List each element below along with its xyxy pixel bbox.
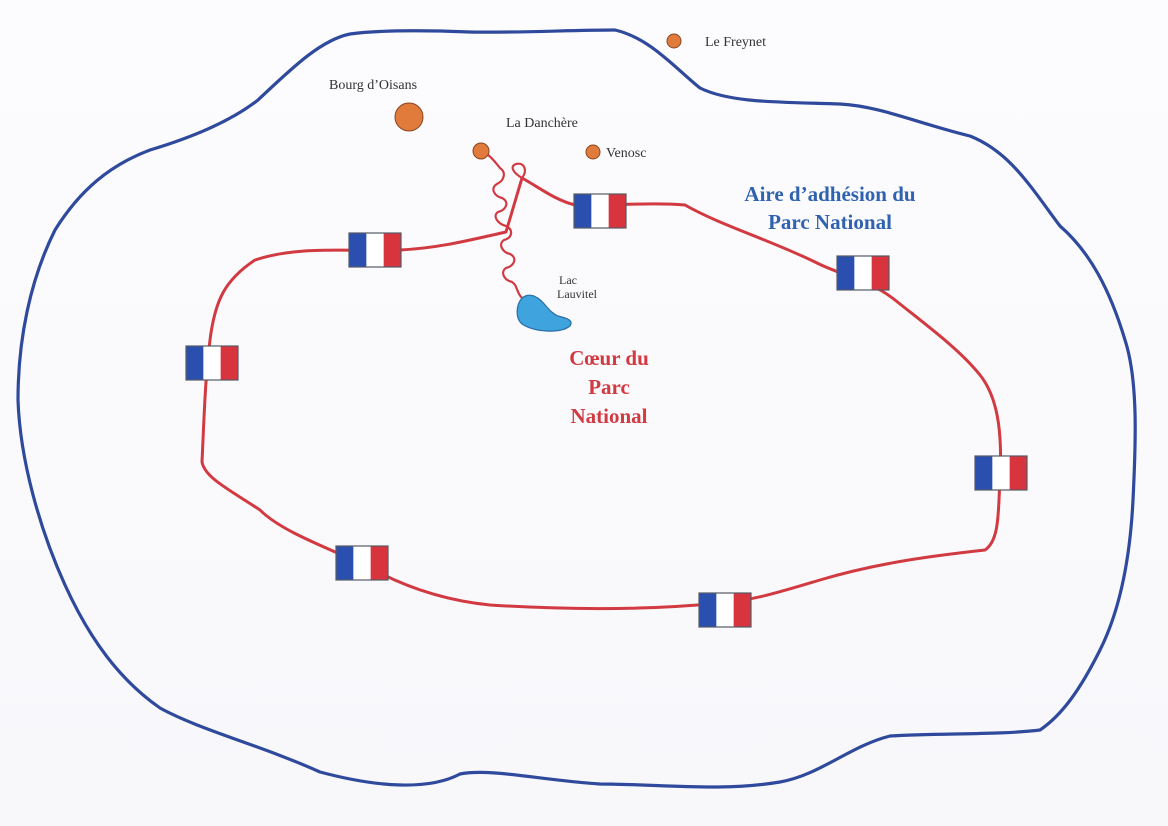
town-marker-venosc [585, 144, 601, 160]
flag-stripe [608, 194, 627, 228]
flag-stripe [349, 233, 367, 267]
flag-stripe [1009, 456, 1028, 490]
flag-stripe [574, 194, 592, 228]
flag-stripe [837, 256, 855, 290]
french-flag-icon [698, 592, 752, 628]
river-branch-path [511, 162, 526, 180]
core-zone-label-line2: Parc [588, 375, 630, 399]
french-flag-icon [836, 255, 890, 291]
towns-layer: Le Freynet Bourg d’Oisans La Danchère Ve… [329, 33, 766, 161]
flag-border [836, 255, 890, 291]
river-path [480, 149, 524, 300]
core-zone-label-line1: Cœur du [569, 346, 649, 370]
flag-border [698, 592, 752, 628]
lake-label-line1: Lac [559, 273, 577, 287]
french-flag-icon [573, 193, 627, 229]
flag-border [348, 232, 402, 268]
outer-zone-label-line1: Aire d’adhésion du [744, 182, 915, 206]
french-flag-icon [335, 545, 389, 581]
flag-stripe [716, 593, 734, 627]
flag-stripe [854, 256, 872, 290]
flag-stripe [203, 346, 221, 380]
flag-stripe [699, 593, 717, 627]
french-flag-icon [348, 232, 402, 268]
flag-stripe [370, 546, 389, 580]
french-flag-icon [185, 345, 239, 381]
town-marker-bourg-doisans [394, 102, 424, 132]
lac-lauvitel-lake [516, 294, 572, 332]
flag-stripe [383, 233, 402, 267]
french-flag-icon [974, 455, 1028, 491]
flag-stripe [220, 346, 239, 380]
flag-stripe [975, 456, 993, 490]
flag-stripe [591, 194, 609, 228]
flag-stripe [336, 546, 354, 580]
flag-stripe [733, 593, 752, 627]
outer-zone-boundary [16, 28, 1137, 789]
flag-stripe [366, 233, 384, 267]
flag-stripe [353, 546, 371, 580]
flag-border [573, 193, 627, 229]
core-zone-label-line3: National [570, 404, 647, 428]
flag-border [335, 545, 389, 581]
town-label-la-danchere: La Danchère [506, 116, 578, 131]
flags-layer [185, 193, 1028, 628]
town-label-le-freynet: Le Freynet [705, 35, 766, 50]
town-marker-la-danchere [472, 142, 490, 160]
flag-stripe [186, 346, 204, 380]
lake-label-line2: Lauvitel [557, 287, 598, 301]
outer-zone-label-line2: Parc National [768, 210, 892, 234]
town-label-venosc: Venosc [606, 146, 646, 161]
flag-stripe [871, 256, 890, 290]
flag-border [974, 455, 1028, 491]
town-marker-le-freynet [666, 33, 682, 49]
flag-stripe [992, 456, 1010, 490]
town-label-bourg-doisans: Bourg d’Oisans [329, 78, 417, 93]
flag-border [185, 345, 239, 381]
